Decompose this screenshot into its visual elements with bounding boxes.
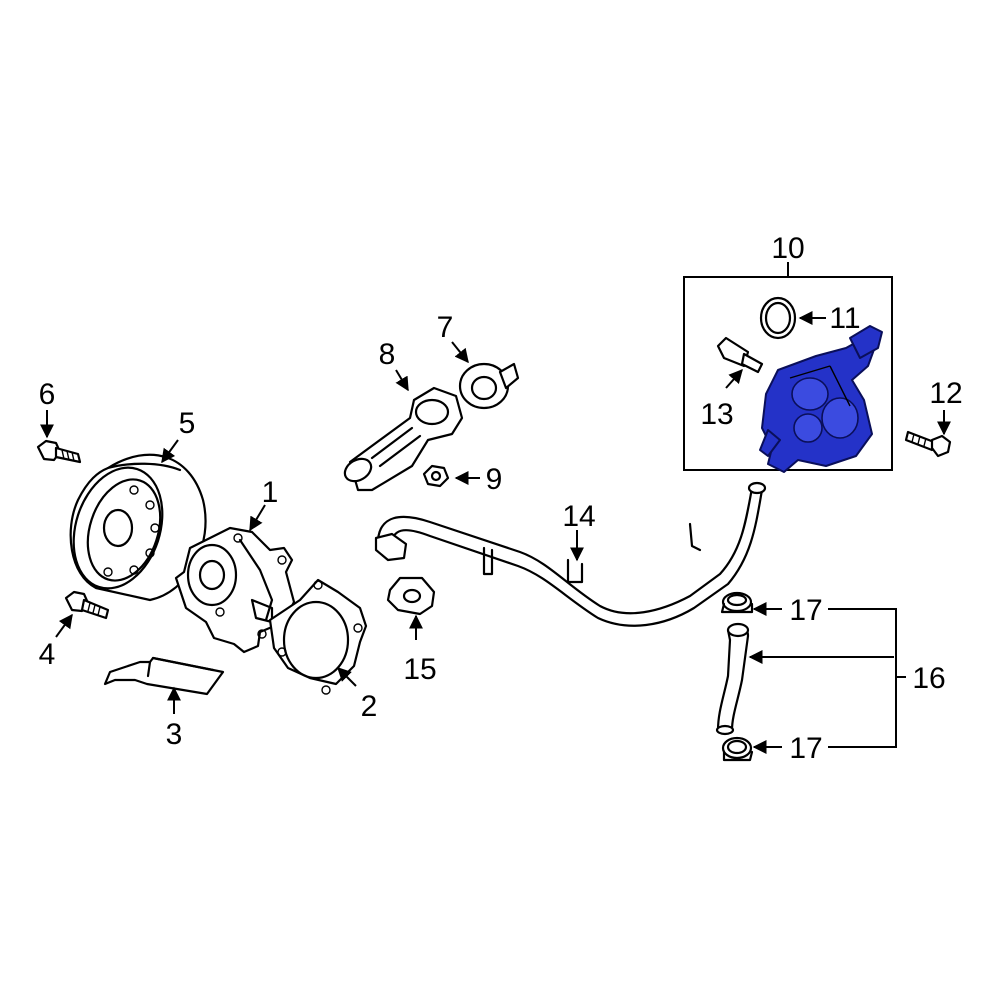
clamp-part-17-bottom xyxy=(721,736,754,762)
leader-4 xyxy=(55,613,73,638)
callout-13: 13 xyxy=(700,398,733,431)
seal-part-3 xyxy=(103,656,225,696)
cover-part-7 xyxy=(458,362,520,410)
bracket-16-17 xyxy=(828,608,906,748)
gasket-part-15 xyxy=(386,576,436,616)
leader-8 xyxy=(395,369,409,392)
pulley-part-5 xyxy=(69,453,207,602)
callout-16: 16 xyxy=(912,662,945,695)
callout-14: 14 xyxy=(562,500,595,533)
callout-4: 4 xyxy=(39,638,56,671)
clamp-part-17-top xyxy=(720,591,754,614)
housing-part-8 xyxy=(343,386,464,492)
o-ring-part-11 xyxy=(759,296,797,340)
callout-5: 5 xyxy=(179,407,196,440)
callout-1: 1 xyxy=(262,476,279,509)
callout-3: 3 xyxy=(166,718,183,751)
gasket-part-2 xyxy=(268,578,368,695)
leader-13 xyxy=(725,368,743,389)
bolt-part-12 xyxy=(904,430,952,458)
callout-7: 7 xyxy=(437,311,454,344)
sensor-part-13 xyxy=(716,336,764,374)
callout-6: 6 xyxy=(39,378,56,411)
callout-10: 10 xyxy=(771,232,804,265)
callout-15: 15 xyxy=(403,653,436,686)
leader-5 xyxy=(161,439,179,464)
pipe-part-14 xyxy=(374,481,767,627)
callout-17-bottom: 17 xyxy=(789,732,822,765)
leader-2 xyxy=(337,667,357,687)
bolt-part-6 xyxy=(36,439,82,464)
leader-1 xyxy=(249,504,266,532)
nut-part-9 xyxy=(422,464,450,488)
callout-8: 8 xyxy=(379,338,396,371)
thermostat-housing-part-10 xyxy=(759,325,883,473)
leader-7 xyxy=(451,341,469,364)
bolt-part-4 xyxy=(64,590,110,620)
callout-12: 12 xyxy=(929,377,962,410)
callout-2: 2 xyxy=(361,690,378,723)
callout-11: 11 xyxy=(829,302,860,335)
callout-17-top: 17 xyxy=(789,594,822,627)
hose-part-16 xyxy=(715,622,750,736)
callout-9: 9 xyxy=(486,463,503,496)
